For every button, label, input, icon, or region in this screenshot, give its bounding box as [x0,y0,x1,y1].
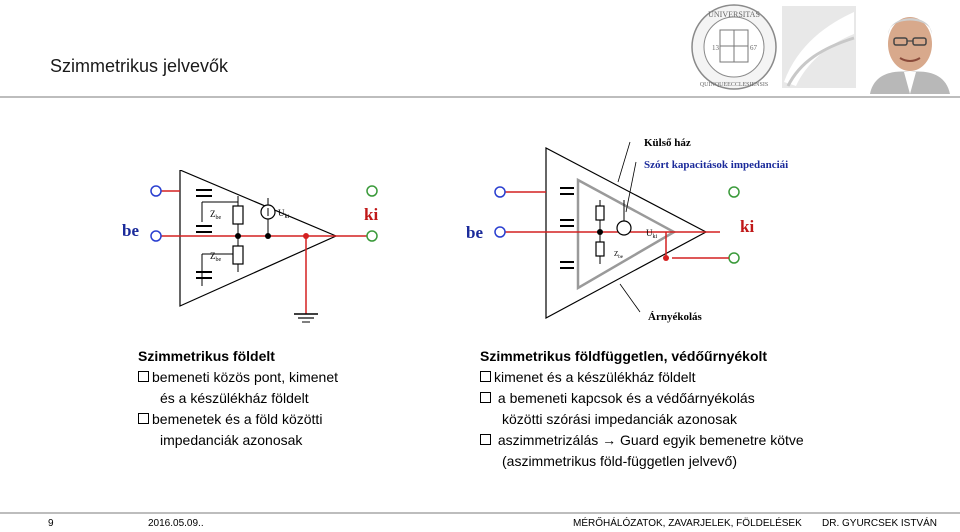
zbe-bottom-resistor [232,245,244,265]
uki-voltage-source [616,220,632,236]
zbe-top-resistor [232,205,244,225]
bullet-continuation: impedanciák azonosak [160,432,303,448]
input-label: be [466,223,483,242]
input-label: be [122,221,139,240]
zbe-bottom-label: Zbe [210,251,222,263]
uki-label: Uki [646,228,658,240]
seal-number-left: 13 [712,44,720,52]
outer-case-triangle [545,147,708,320]
grounded-heading: Szimmetrikus földelt [138,348,275,364]
output-label: ki [364,205,378,224]
footer-date: 2016.05.09.. [148,518,204,529]
checkbox-bullet-icon [480,371,491,382]
seal-text-bottom: QUINQUEECCLESIENSIS [700,82,768,88]
seal-number-right: 67 [750,44,758,52]
seal-text-top: UNIVERSITAS [708,10,760,19]
output-terminal-bottom [366,230,378,242]
symmetric-grounded-circuit-diagram: Zbe Zbe Uki be ki [122,170,378,323]
input-terminal-bottom [150,230,162,242]
bullet-continuation: közötti szórási impedanciák azonosak [502,411,738,427]
footer-course-title: MÉRŐHÁLÓZATOK, ZAVARJELEK, FÖLDELÉSEK [573,518,802,529]
title-divider [0,96,960,98]
slide-title: Szimmetrikus jelvevők [50,56,229,76]
grounded-description: Szimmetrikus földelt bemeneti közös pont… [138,346,338,451]
bullet-continuation: és a készülékház földelt [160,390,309,406]
shield-triangle [576,177,677,291]
footer-author: DR. GYURCSEK ISTVÁN [822,518,938,529]
bullet-item: aszimmetrizálás → Guard egyik bemenetre … [480,430,804,451]
page-number: 9 [48,518,54,529]
checkbox-bullet-icon [138,371,149,382]
zbe-top-label: Zbe [210,209,222,221]
arrow-right-icon: → [602,432,617,448]
bullet-continuation: (aszimmetrikus föld-független jelvevő) [502,453,737,469]
outer-case-label: Külső ház [644,137,691,149]
stray-capacitance-label: Szórt kapacitások impedanciái [644,159,788,171]
zbe-inner-top-resistor [595,205,605,221]
zbe-label: Zbe [614,250,624,260]
checkbox-bullet-icon [138,413,149,424]
checkbox-bullet-icon [480,434,491,445]
uki-label: Uki [278,208,290,220]
output-terminal-top [728,186,740,198]
amplifier-triangle [179,170,338,307]
bullet-item: kimenet és a készülékház földelt [480,367,804,388]
footer-divider [0,512,960,514]
university-seal-logo: UNIVERSITAS QUINQUEECCLESIENSIS 13 67 [688,4,858,90]
zbe-inner-bottom-resistor [595,241,605,257]
floating-description: Szimmetrikus földfüggetlen, védőűrnyékol… [480,346,804,472]
floating-heading: Szimmetrikus földfüggetlen, védőűrnyékol… [480,348,768,364]
bullet-item: a bemeneti kapcsok és a védőárnyékolás [480,388,804,409]
output-terminal-top [366,185,378,197]
checkbox-bullet-icon [480,392,491,403]
bullet-item: bemeneti közös pont, kimenet [138,367,338,388]
symmetric-floating-shielded-circuit-diagram: Zbe Uki Külső ház Szórt kapacitások impe… [466,137,788,323]
input-terminal-bottom [494,226,506,238]
input-terminal-top [150,185,162,197]
bullet-item: bemenetek és a föld közötti [138,409,338,430]
output-label: ki [740,217,754,236]
shield-label: Árnyékolás [648,311,703,323]
input-terminal-top [494,186,506,198]
output-terminal-bottom [728,252,740,264]
author-photo [864,4,956,94]
